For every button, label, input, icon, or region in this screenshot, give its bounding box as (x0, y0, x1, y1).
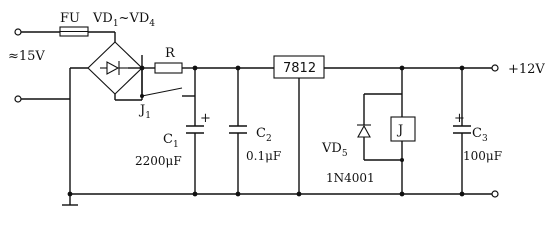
capacitor-C3: + C3 100μF (453, 65, 502, 197)
fuse-label: FU (60, 11, 80, 26)
resistor-R (154, 62, 183, 74)
diode-VD5 (357, 124, 371, 138)
input-voltage-label: ≈15V (8, 49, 45, 64)
input-terminal-bottom (14, 95, 22, 103)
capacitor-C2: C2 0.1μF (229, 65, 281, 197)
fuse: FU (21, 11, 116, 42)
input-terminals: ≈15V (8, 28, 45, 103)
c2-value: 0.1μF (246, 149, 281, 163)
switch-label: J1 (138, 103, 151, 121)
c3-value: 100μF (463, 149, 502, 163)
relay-switch-J1 (141, 87, 183, 97)
c1-label: C1 (163, 132, 179, 150)
ground-bus (62, 99, 499, 206)
vd5-part: 1N4001 (326, 171, 375, 185)
resistor-section: R J1 (138, 46, 196, 121)
vd5-label: VD5 (321, 141, 348, 159)
output-voltage-label: +12V (508, 62, 545, 77)
relay-coil-section: J VD5 1N4001 (321, 65, 416, 197)
capacitor-C1: + C1 2200μF (135, 65, 238, 197)
output-terminal-top (491, 64, 499, 72)
relay-label: J (396, 123, 403, 138)
resistor-label: R (165, 46, 176, 61)
c3-label: C3 (472, 126, 488, 144)
c1-plus: + (200, 111, 211, 126)
bridge-diode-triangle (106, 61, 120, 75)
bridge-label: VD1~VD4 (92, 11, 155, 29)
input-terminal-top (14, 28, 22, 36)
relay-coil-J (390, 116, 416, 142)
regulated-power-supply-schematic: ≈15V FU VD1~VD4 (8, 11, 545, 206)
c3-plus: + (454, 111, 465, 126)
c1-value: 2200μF (135, 154, 182, 168)
regulator-label: 7812 (283, 61, 316, 76)
output-terminals: +12V (491, 62, 545, 77)
c2-label: C2 (256, 126, 272, 144)
output-terminal-bottom (491, 190, 499, 198)
